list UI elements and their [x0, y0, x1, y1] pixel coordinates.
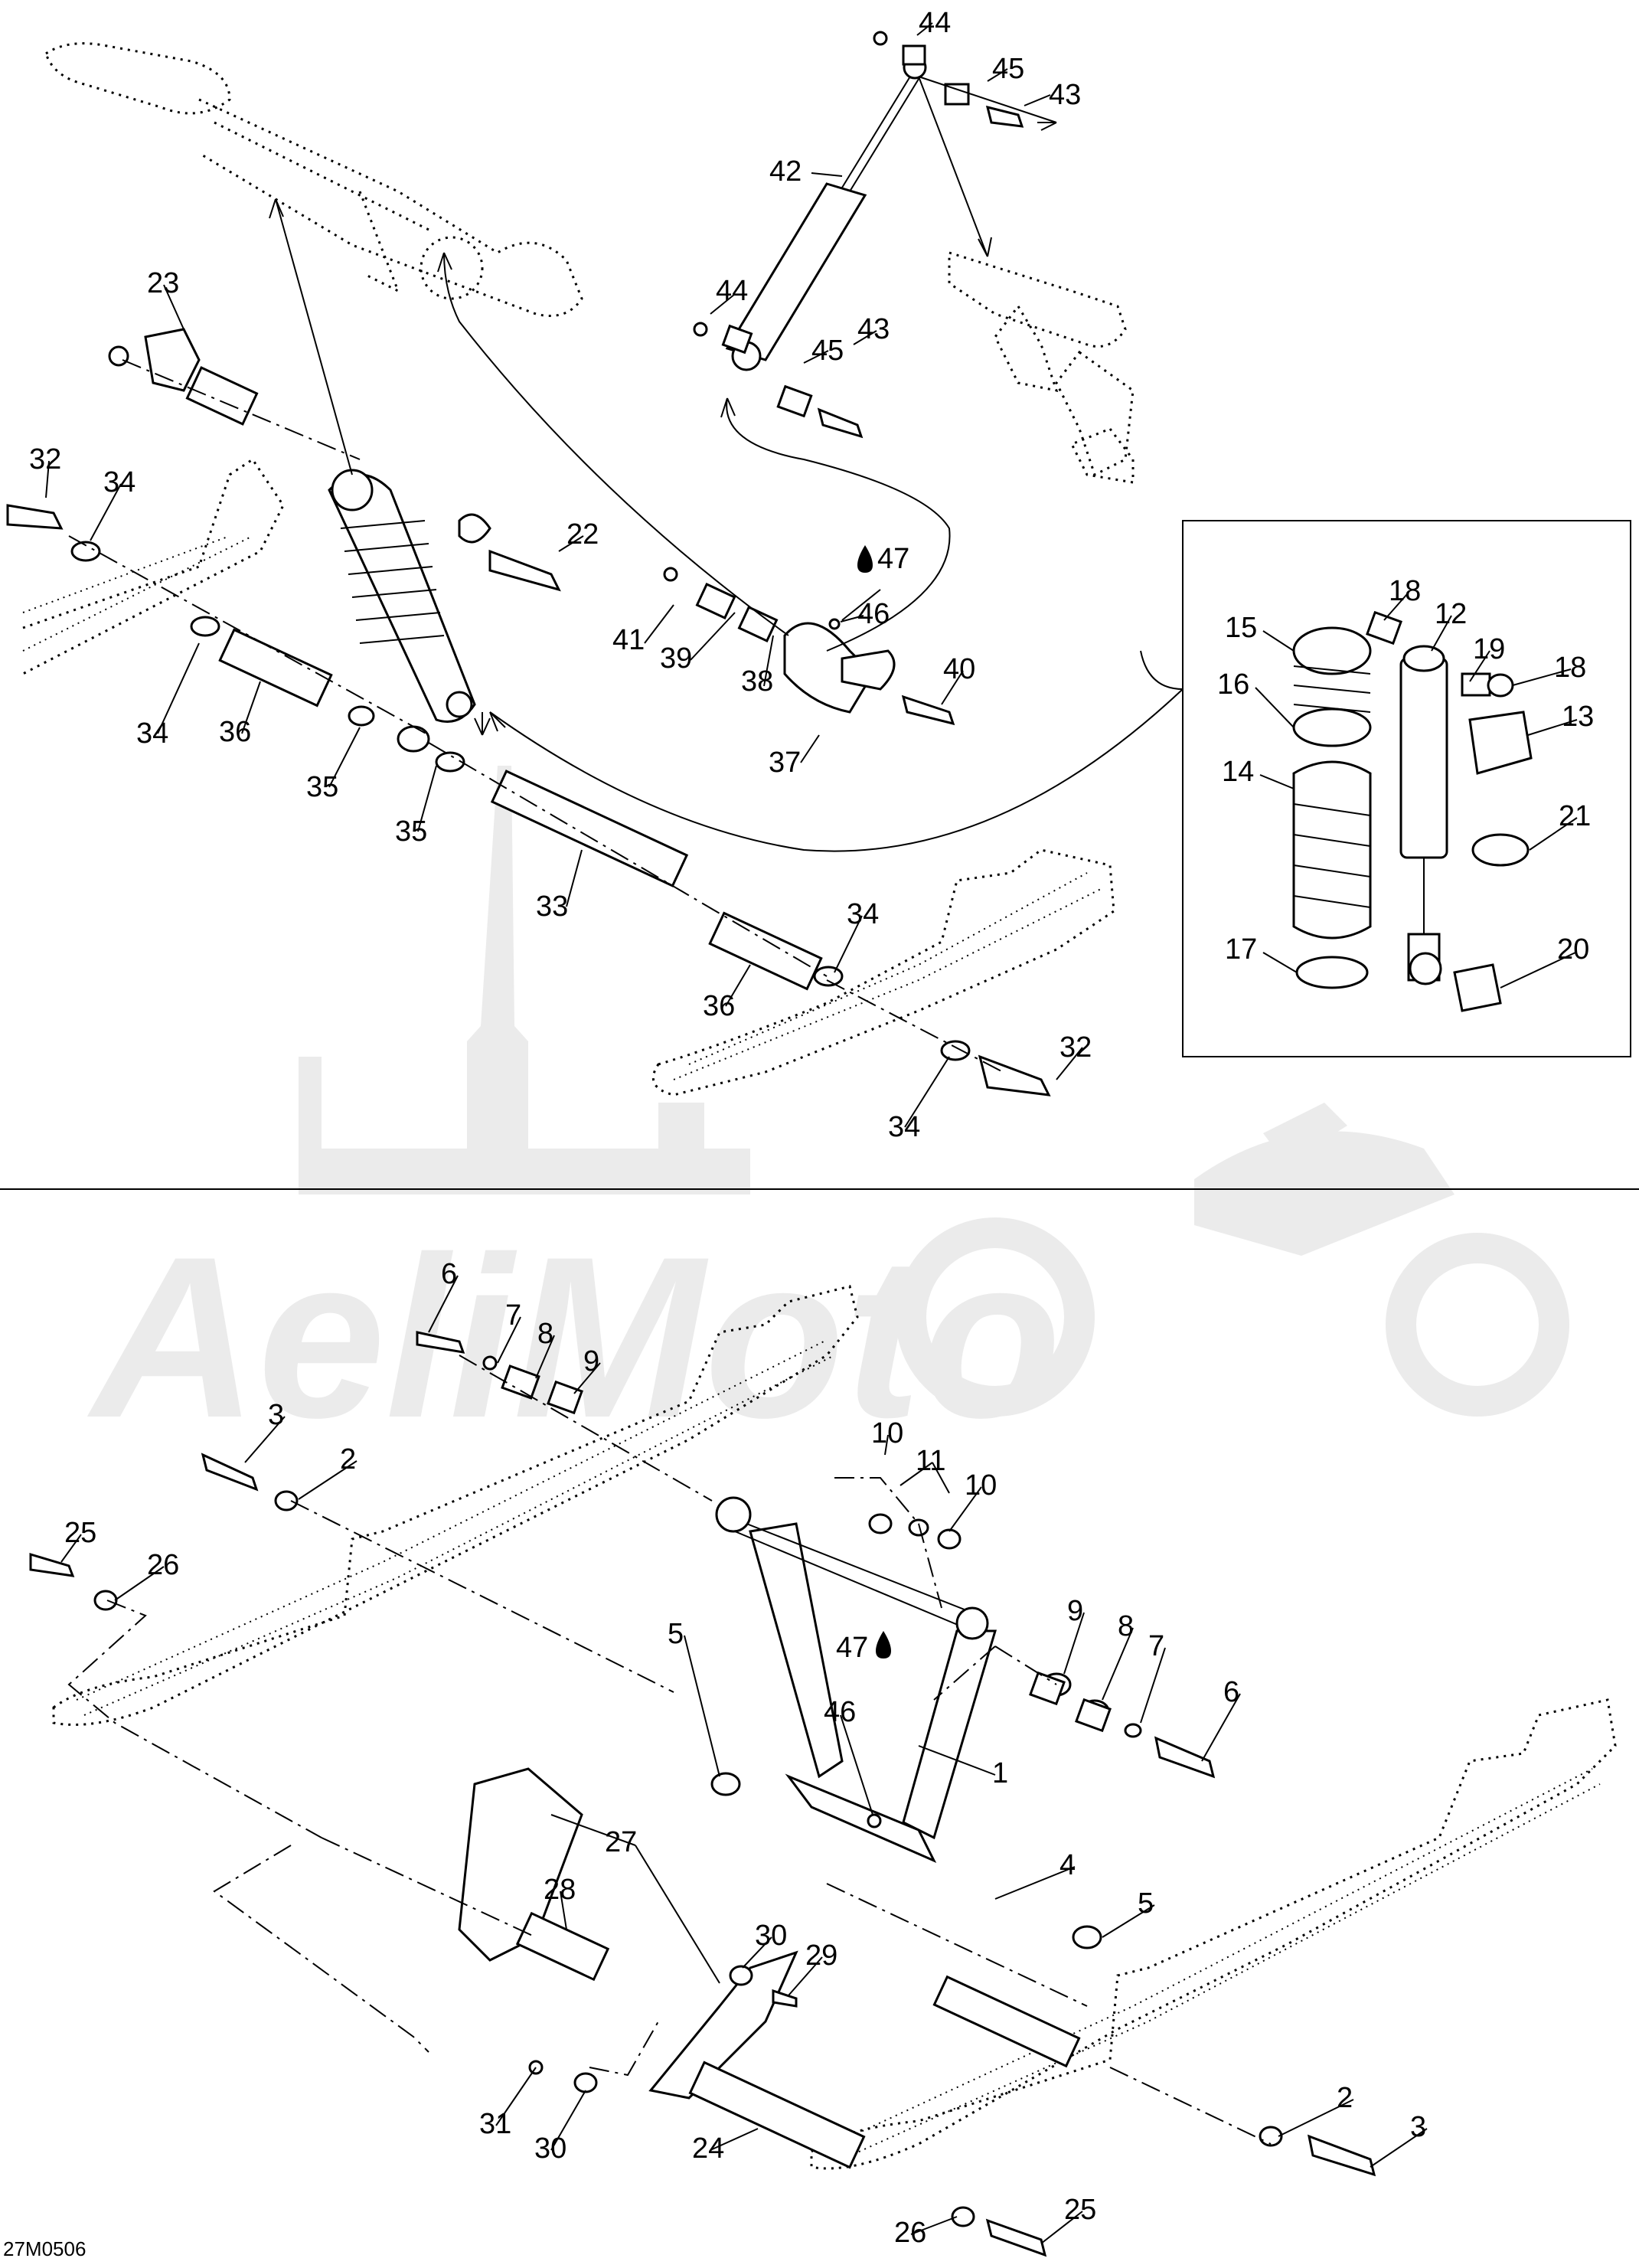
callout-17: 17 [1225, 933, 1257, 966]
callout-4: 4 [1059, 1849, 1076, 1881]
callout-15: 15 [1225, 612, 1257, 644]
watermark-text: AeliMoto [85, 1208, 1062, 1466]
callout-44a: 44 [919, 7, 951, 39]
callout-26b: 26 [894, 2217, 926, 2249]
callout-18b: 18 [1554, 652, 1586, 684]
callout-47b: 47 [836, 1632, 868, 1664]
oil-drop-icon [876, 1631, 891, 1659]
callout-22: 22 [566, 518, 599, 551]
callout-10b: 10 [965, 1469, 997, 1502]
callout-24: 24 [692, 2132, 724, 2165]
callout-44b: 44 [716, 275, 748, 307]
callout-34c: 34 [847, 898, 879, 930]
callout-41: 41 [612, 624, 645, 656]
watermark: AeliMoto [85, 766, 1569, 1466]
rear-arm-assembly [715, 1496, 997, 1864]
upper-small-parts [6, 31, 1051, 1096]
callout-42: 42 [769, 155, 802, 188]
upper-slide-rail-right [651, 848, 1115, 1096]
callout-32a: 32 [29, 443, 61, 475]
callout-43b: 43 [857, 313, 890, 345]
callout-23: 23 [147, 267, 179, 299]
front-arm-pivot [948, 250, 1135, 484]
callout-8b: 8 [1118, 1610, 1134, 1642]
callout-28: 28 [544, 1874, 576, 1906]
callout-34d: 34 [888, 1111, 920, 1143]
lower-leader-lines [67, 1355, 1272, 2145]
callout-40: 40 [943, 653, 975, 685]
callout-14: 14 [1222, 756, 1254, 788]
figure-code: 27M0506 [3, 2237, 86, 2260]
callout-8a: 8 [537, 1318, 553, 1350]
callout-10a: 10 [871, 1417, 903, 1449]
callout-36b: 36 [703, 990, 735, 1022]
callout-46b: 46 [824, 1696, 856, 1728]
callout-37: 37 [769, 747, 801, 779]
callout-29: 29 [805, 1940, 837, 1972]
callouts-upper: 44 45 43 42 44 45 43 23 32 34 22 47 41 3… [29, 7, 1092, 1143]
callout-32b: 32 [1059, 1031, 1092, 1064]
shock-breakdown-inset [1182, 520, 1631, 1057]
callout-35a: 35 [306, 771, 338, 803]
callout-33: 33 [536, 891, 568, 923]
callout-9b: 9 [1067, 1595, 1083, 1627]
callout-25a: 25 [64, 1517, 96, 1549]
callout-13: 13 [1562, 701, 1594, 733]
callouts-inset: 18 15 12 19 18 16 13 14 21 17 20 [1217, 575, 1594, 966]
callout-2a: 2 [340, 1443, 356, 1476]
callout-45a: 45 [992, 53, 1024, 85]
callout-19: 19 [1473, 633, 1505, 665]
upper-front-arm-frame [44, 42, 583, 317]
callout-31: 31 [479, 2108, 511, 2140]
callout-43a: 43 [1049, 79, 1081, 111]
lower-linkages [29, 1331, 1376, 2257]
callout-7b: 7 [1148, 1630, 1164, 1662]
callout-ticks [45, 22, 1578, 2244]
lower-slide-rail-left [52, 1285, 859, 1726]
callout-12: 12 [1435, 598, 1467, 630]
callout-26a: 26 [147, 1549, 179, 1581]
callout-1: 1 [992, 1757, 1008, 1789]
oil-drop-icon [857, 545, 873, 573]
callout-35b: 35 [395, 815, 427, 848]
callout-38: 38 [741, 665, 773, 698]
callout-46a: 46 [857, 598, 890, 630]
callout-2b: 2 [1337, 2082, 1353, 2114]
callout-34a: 34 [103, 466, 135, 498]
callout-3b: 3 [1410, 2111, 1426, 2143]
upper-leader-lines [68, 76, 1184, 1073]
callout-5b: 5 [1138, 1887, 1154, 1920]
callout-30a: 30 [755, 1920, 787, 1952]
callout-18a: 18 [1389, 575, 1421, 607]
callout-34b: 34 [136, 717, 168, 750]
callout-47a: 47 [877, 543, 909, 575]
callout-27: 27 [605, 1826, 637, 1858]
callout-6b: 6 [1223, 1676, 1239, 1708]
callout-16: 16 [1217, 668, 1249, 701]
callout-20: 20 [1557, 933, 1589, 966]
callout-7a: 7 [505, 1299, 521, 1332]
callout-6a: 6 [441, 1258, 457, 1290]
callout-39: 39 [660, 642, 692, 675]
callout-30b: 30 [534, 2132, 566, 2165]
shock-absorber-assembly-rear [328, 469, 476, 723]
callout-5a: 5 [668, 1618, 684, 1650]
shock-absorber-front [725, 55, 927, 371]
